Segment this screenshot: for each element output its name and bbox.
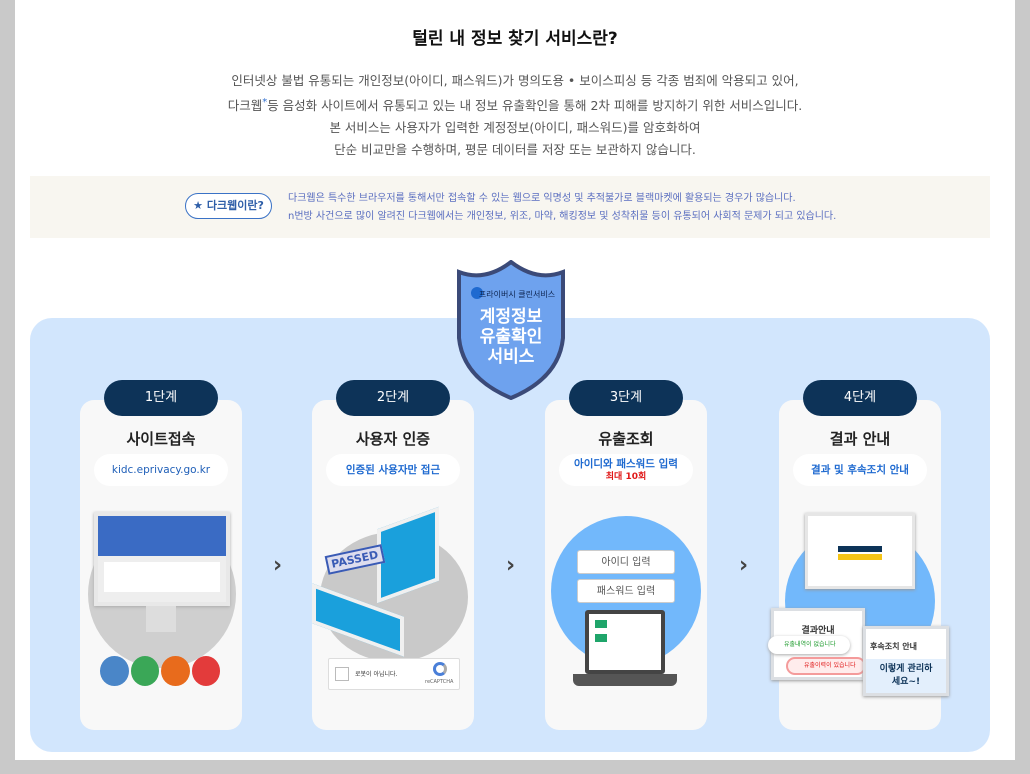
- no-leak-text: 유출내역이 없습니다: [784, 641, 836, 648]
- monitor-illustration: [94, 512, 230, 606]
- intro-line: 인터넷상 불법 유통되는 개인정보(아이디, 패스워드)가 명의도용 • 보이스…: [231, 73, 799, 88]
- recaptcha-text: reCAPTCHA: [425, 679, 454, 685]
- intro-text-part: 다크웹: [227, 98, 263, 114]
- step-subtitle-text: 아이디와 패스워드 입력: [574, 458, 678, 470]
- monitor-stand: [146, 606, 176, 632]
- darkweb-line: 다크웹은 특수한 브라우저를 통해서만 접속할 수 있는 웹으로 익명성 및 추…: [288, 193, 796, 204]
- password-input-illustration: 패스워드 입력: [577, 579, 675, 603]
- step-badge-1: 1단계: [104, 380, 218, 416]
- captcha-label: 로봇이 아닙니다.: [355, 671, 398, 678]
- step-card-2: 사용자 인증 인증된 사용자만 접근 PASSED 로봇이 아닙니다. reCA…: [312, 400, 474, 730]
- footnote-star: *: [262, 97, 268, 108]
- browser-icons: [100, 656, 220, 690]
- chevron-right-icon: ›: [506, 553, 516, 578]
- chevron-right-icon: ›: [273, 553, 283, 578]
- leak-found-text: 유출이력이 있습니다: [804, 662, 856, 669]
- step-badge-3: 3단계: [569, 380, 683, 416]
- intro-text: 인터넷상 불법 유통되는 개인정보(아이디, 패스워드)가 명의도용 • 보이스…: [15, 70, 1015, 161]
- followup-text: 이렇게 관리하세요~!: [866, 659, 946, 693]
- step-subtitle: 결과 및 후속조치 안내: [793, 454, 927, 486]
- service-shield-badge: 프라이버시 클린서비스 계정정보 유출확인 서비스: [457, 260, 565, 400]
- page: 털린 내 정보 찾기 서비스란? 인터넷상 불법 유통되는 개인정보(아이디, …: [15, 0, 1015, 760]
- step-title: 사용자 인증: [355, 430, 431, 448]
- intro-line: 본 서비스는 사용자가 입력한 계정정보(아이디, 패스워드)를 암호화하여: [329, 120, 701, 136]
- step-subtitle: 인증된 사용자만 접근: [326, 454, 460, 486]
- recaptcha-icon: [433, 662, 447, 676]
- intro-line: 다크웹*등 음성화 사이트에서 유통되고 있는 내 정보 유출확인을 통해 2차…: [15, 92, 1015, 117]
- step-title: 유출조회: [598, 430, 654, 448]
- no-leak-badge: 유출내역이 없습니다: [768, 636, 850, 654]
- intro-text-part: 등 음성화 사이트에서 유통되고 있는 내 정보 유출확인을 통해 2차 피해를…: [267, 98, 803, 114]
- step-card-1: 사이트접속 kidc.eprivacy.go.kr: [80, 400, 242, 730]
- badge-line: 유출확인: [480, 327, 543, 347]
- max-attempts-note: 최대 10회: [605, 472, 647, 482]
- badge-top-text: 프라이버시 클린서비스: [479, 289, 555, 299]
- darkweb-info-box: ★ 다크웹이란? 다크웹은 특수한 브라우저를 통해서만 접속할 수 있는 웹으…: [30, 176, 990, 238]
- step-badge-2: 2단계: [336, 380, 450, 416]
- leak-found-badge: 유출이력이 있습니다: [786, 657, 866, 675]
- laptop-base: [573, 674, 677, 686]
- safari-icon: [100, 656, 129, 686]
- id-input-illustration: 아이디 입력: [577, 550, 675, 574]
- step-badge-4: 4단계: [803, 380, 917, 416]
- step-card-4: 결과 안내 결과 및 후속조치 안내 결과안내 유출내역이 없습니다 유출이력이…: [768, 400, 949, 730]
- page-title: 털린 내 정보 찾기 서비스란?: [412, 29, 618, 49]
- step-title: 사이트접속: [126, 430, 196, 448]
- laptop-illustration: [585, 610, 665, 674]
- recaptcha-widget: 로봇이 아닙니다. reCAPTCHA: [328, 658, 460, 690]
- step-title: 결과 안내: [829, 430, 891, 448]
- darkweb-button[interactable]: ★ 다크웹이란?: [185, 193, 272, 219]
- followup-window: 후속조치 안내 이렇게 관리하세요~!: [863, 626, 949, 696]
- e-logo-icon: [471, 287, 483, 299]
- intro-line: 단순 비교만을 수행하며, 평문 데이터를 저장 또는 보관하지 않습니다.: [334, 142, 696, 158]
- darkweb-description: 다크웹은 특수한 브라우저를 통해서만 접속할 수 있는 웹으로 익명성 및 추…: [288, 190, 836, 226]
- result-title: 결과안내: [801, 626, 835, 636]
- site-url-link[interactable]: kidc.eprivacy.go.kr: [94, 454, 228, 486]
- followup-title: 후속조치 안내: [870, 642, 917, 651]
- opera-icon: [191, 656, 220, 686]
- chrome-icon: [130, 656, 159, 686]
- firefox-icon: [161, 656, 190, 686]
- result-monitor: [805, 513, 915, 589]
- captcha-checkbox[interactable]: [335, 667, 349, 681]
- badge-line: 계정정보: [480, 307, 543, 327]
- chevron-right-icon: ›: [739, 553, 749, 578]
- badge-line: 서비스: [488, 347, 535, 367]
- darkweb-line: n번방 사건으로 많이 알려진 다크웹에서는 개인정보, 위조, 마약, 해킹정…: [288, 211, 837, 222]
